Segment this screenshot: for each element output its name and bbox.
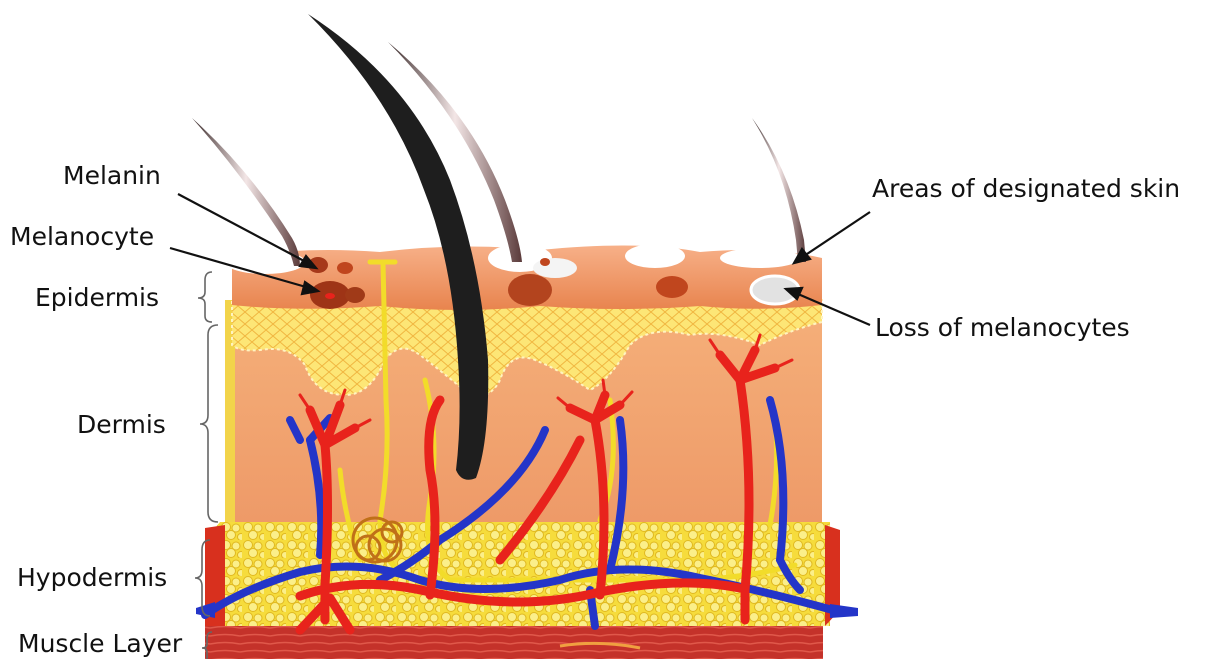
hair-shaft-right xyxy=(752,118,806,262)
label-muscle-layer: Muscle Layer xyxy=(18,631,182,656)
label-dermis: Dermis xyxy=(77,412,166,437)
vein-end-right xyxy=(830,604,858,618)
epidermis-bracket xyxy=(198,272,212,322)
label-hypodermis: Hypodermis xyxy=(17,565,167,590)
melanin-arrow xyxy=(178,194,306,262)
label-areas-of-designated-skin: Areas of designated skin xyxy=(872,176,1180,201)
label-loss-of-melanocytes: Loss of melanocytes xyxy=(875,315,1130,340)
label-epidermis: Epidermis xyxy=(35,285,159,310)
dermis-bracket xyxy=(200,325,218,522)
designated-skin-arrow xyxy=(804,212,870,256)
hair-shaft-left xyxy=(192,118,300,266)
label-melanocyte: Melanocyte xyxy=(10,224,154,249)
label-melanin: Melanin xyxy=(63,163,161,188)
